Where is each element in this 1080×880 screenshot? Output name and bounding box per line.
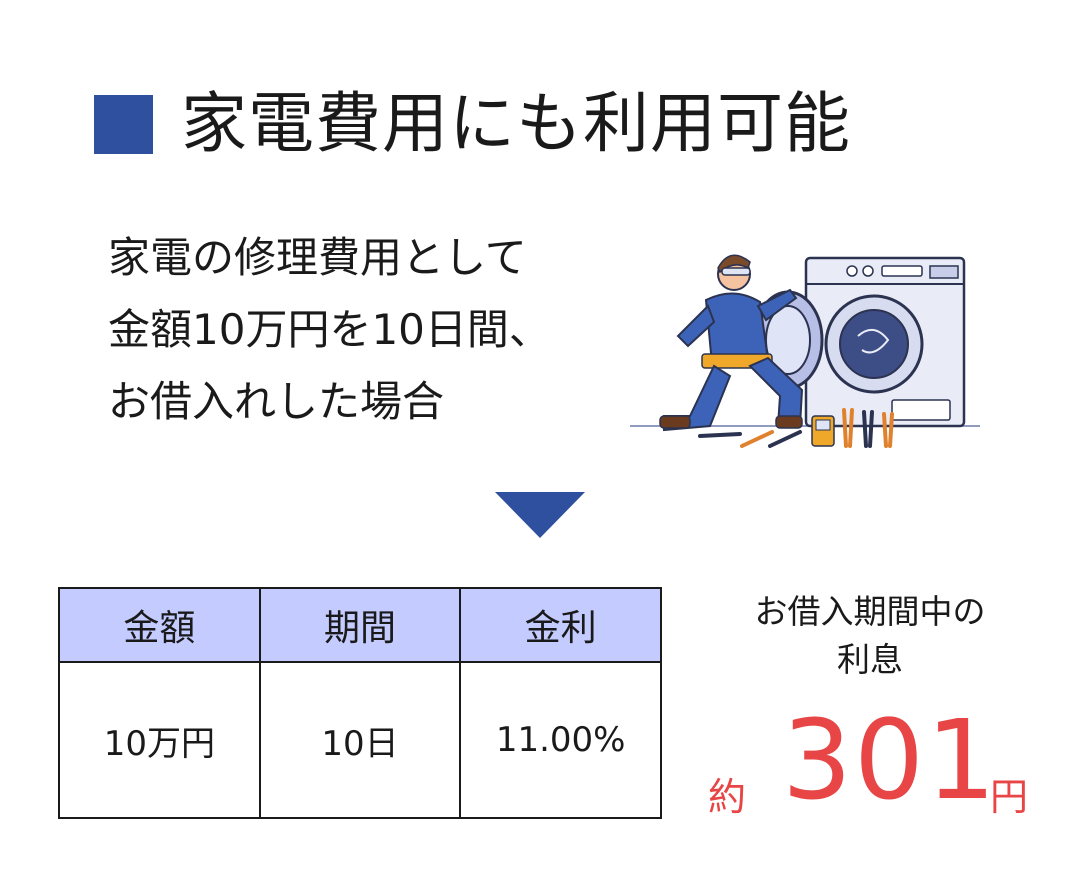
description-line: お借入れした場合 [108,377,445,426]
description-line: 家電の修理費用として [108,233,527,282]
table-cell-amount: 10万円 [58,661,261,819]
repairman-illustration [630,254,980,448]
table-header: 金利 [459,587,662,663]
description-line: 金額10万円を10日間、 [108,305,551,354]
title-block: 家電費用にも利用可能 [94,84,851,164]
arrow-down-icon [495,492,585,538]
table-row: 10万円 10日 11.00% [58,661,662,819]
title-square-icon [94,94,153,154]
table-cell-rate: 11.00% [459,661,662,819]
interest-unit: 円 [990,775,1029,819]
interest-label-line: お借入期間中の [754,592,986,631]
table-header: 期間 [258,587,462,663]
loan-table: 金額 期間 金利 10万円 10日 11.00% [58,587,662,819]
tools-icon [698,408,894,448]
interest-prefix: 約 [708,775,747,819]
description: 家電の修理費用として 金額10万円を10日間、 お借入れした場合 [108,222,551,438]
interest-label-line: 利息 [837,640,903,679]
interest-label: お借入期間中の 利息 [720,588,1020,684]
interest-value: 約 301 円 [706,696,1036,824]
table-header: 金額 [58,587,261,663]
washing-machine-icon [752,256,966,428]
page-title: 家電費用にも利用可能 [181,85,851,162]
repairman-figure [659,254,804,432]
interest-amount: 301 [782,696,998,824]
table-cell-period: 10日 [258,661,462,819]
table-header-row: 金額 期間 金利 [58,587,662,663]
